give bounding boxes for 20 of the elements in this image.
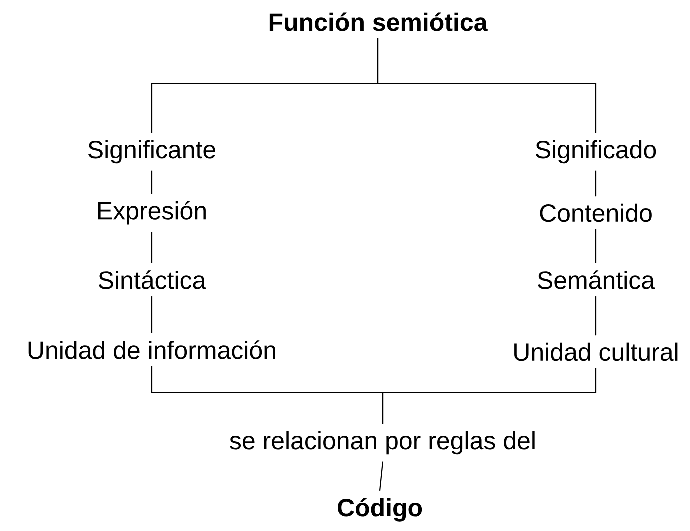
term-label: Significado: [536, 140, 656, 164]
connector-line: [595, 296, 597, 336]
title-text: Función semiótica: [270, 12, 488, 32]
term-label: Sintáctica: [98, 270, 206, 290]
term-label: Unidad cultural: [514, 342, 678, 362]
term-label: Expresión: [98, 201, 206, 225]
connector-line: [595, 170, 597, 197]
connector-line: [151, 170, 153, 194]
term-label: Semántica: [538, 270, 656, 290]
connector-line: [151, 232, 153, 264]
connector-line: [377, 38, 597, 134]
title-text: Código: [338, 498, 422, 522]
connector-line: [595, 229, 597, 264]
term-label: Significante: [88, 140, 216, 164]
connector-line: [379, 462, 384, 492]
term-label: Contenido: [540, 204, 652, 222]
term-label: Unidad de información: [28, 340, 276, 360]
connector-line: [151, 296, 153, 334]
connector-line: [382, 368, 597, 424]
relation-label: se relacionan por reglas del: [230, 431, 535, 455]
